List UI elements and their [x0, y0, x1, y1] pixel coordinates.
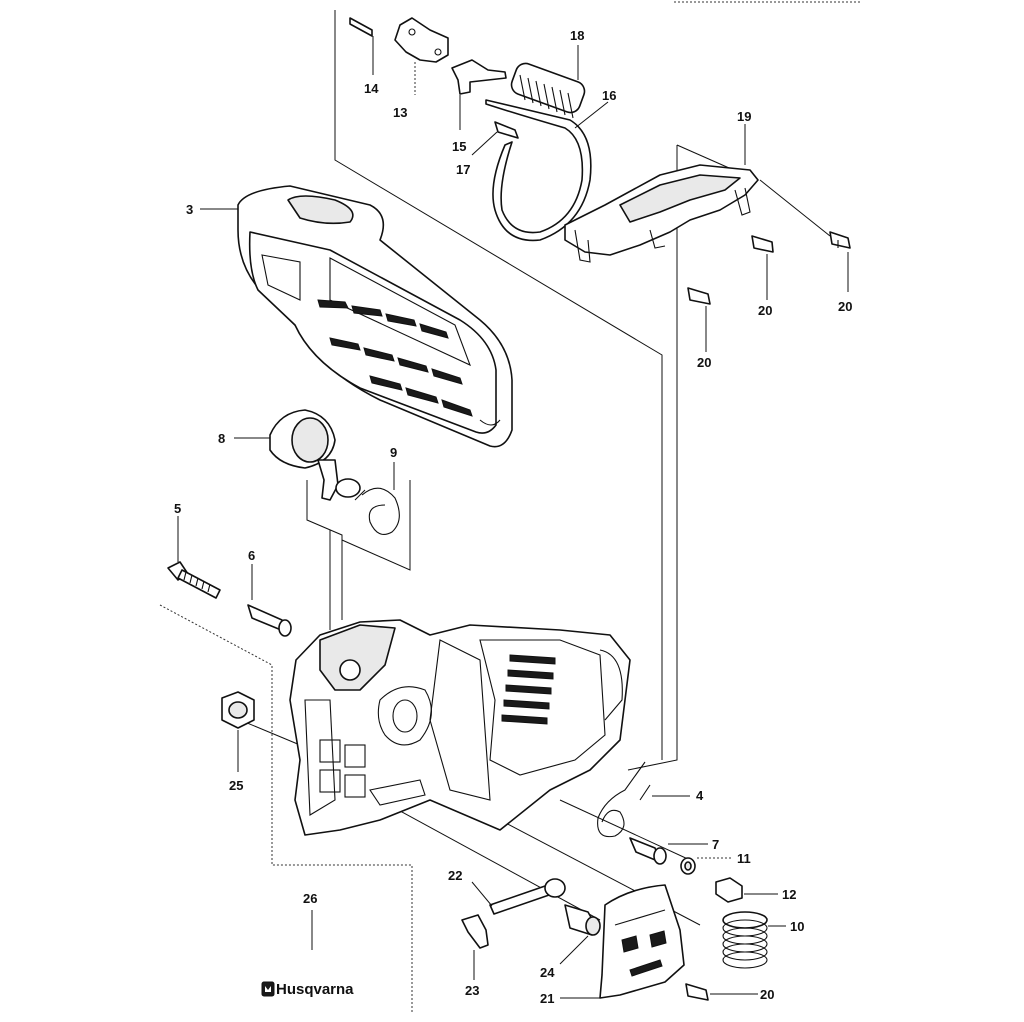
- label-16: 16: [602, 88, 616, 103]
- label-20-b: 20: [758, 303, 772, 318]
- part-20-screw-c: [687, 287, 711, 352]
- label-18: 18: [570, 28, 584, 43]
- part-9-spring: [354, 462, 400, 535]
- part-4-torsion-spring: [597, 761, 690, 838]
- label-20-a: 20: [838, 299, 852, 314]
- label-6: 6: [248, 548, 255, 563]
- part-26-brand-decal: Husqvarna: [261, 910, 354, 998]
- part-6-sleeve: [247, 564, 292, 637]
- label-24: 24: [540, 965, 555, 980]
- label-22: 22: [448, 868, 462, 883]
- part-16-brake-band: [485, 99, 609, 242]
- part-20-screw-d: [685, 983, 758, 1001]
- label-12: 12: [782, 887, 796, 902]
- label-10: 10: [790, 919, 804, 934]
- part-24-bushing: [559, 904, 601, 965]
- part-5-bolt: [167, 516, 221, 599]
- part-7-sleeve: [629, 837, 708, 865]
- label-19: 19: [737, 109, 751, 124]
- label-20-c: 20: [697, 355, 711, 370]
- part-20-screw-a: [759, 179, 851, 292]
- crankcase-housing: [289, 619, 631, 836]
- part-18-spring: [510, 45, 586, 119]
- husqvarna-crown-icon: [261, 981, 275, 997]
- part-22-pin: [471, 878, 566, 915]
- part-19-guide-plate: [564, 124, 759, 263]
- label-11: 11: [737, 851, 751, 866]
- label-25: 25: [229, 778, 243, 793]
- part-21-guard-plate: [560, 884, 685, 999]
- part-12-nut: [715, 877, 778, 903]
- label-3: 3: [186, 202, 193, 217]
- brand-logo-text: Husqvarna: [276, 981, 354, 998]
- label-15: 15: [452, 139, 466, 154]
- label-26: 26: [303, 891, 317, 906]
- label-14: 14: [364, 81, 379, 96]
- cover-vent-slots: [317, 299, 473, 417]
- label-21: 21: [540, 991, 554, 1006]
- part-14-pin: [349, 17, 374, 75]
- part-3-clutch-cover: [237, 185, 513, 448]
- part-8-brake-handle-cam: [234, 409, 361, 501]
- label-17: 17: [456, 162, 470, 177]
- label-9: 9: [390, 445, 397, 460]
- label-4: 4: [696, 788, 704, 803]
- label-5: 5: [174, 501, 181, 516]
- part-20-screw-b: [751, 235, 774, 300]
- label-8: 8: [218, 431, 225, 446]
- label-13: 13: [393, 105, 407, 120]
- part-10-spring: [722, 911, 786, 969]
- part-17-band-pin: [471, 121, 519, 156]
- label-23: 23: [465, 983, 479, 998]
- part-11-washer: [680, 857, 732, 875]
- part-13-latch: [394, 17, 449, 95]
- part-23-plug: [461, 914, 489, 980]
- label-20-d: 20: [760, 987, 774, 1002]
- part-15-lever: [451, 59, 507, 130]
- callout-labels: 3 4 5 6 7 8 9 10 11 12 13 14 15 16 17 18…: [174, 28, 852, 1006]
- assembly-lines: [159, 1, 860, 1012]
- label-7: 7: [712, 837, 719, 852]
- part-25-nut: [221, 691, 255, 772]
